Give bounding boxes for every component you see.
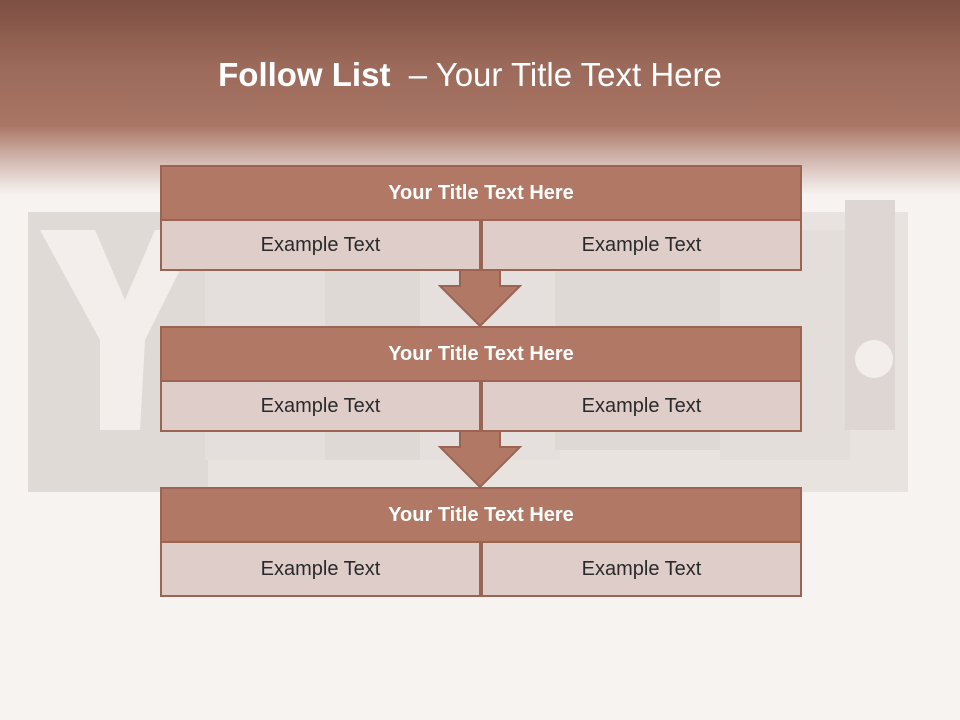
step-cell-left: Example Text <box>160 543 481 597</box>
step-cell-left: Example Text <box>160 382 481 432</box>
step-row: Example Text Example Text <box>160 543 802 597</box>
step-cell-right: Example Text <box>481 543 802 597</box>
down-arrow-icon <box>438 270 522 328</box>
step-block-1: Your Title Text Here Example Text Exampl… <box>160 165 802 271</box>
slide-title-bold: Follow List <box>218 56 391 93</box>
step-block-2: Your Title Text Here Example Text Exampl… <box>160 326 802 432</box>
step-title: Your Title Text Here <box>160 487 802 543</box>
step-cell-right: Example Text <box>481 221 802 271</box>
step-row: Example Text Example Text <box>160 221 802 271</box>
slide-title-rest: – Your Title Text Here <box>390 56 722 93</box>
step-title: Your Title Text Here <box>160 165 802 221</box>
step-row: Example Text Example Text <box>160 382 802 432</box>
step-cell-left: Example Text <box>160 221 481 271</box>
down-arrow-icon <box>438 431 522 489</box>
slide-title: Follow List – Your Title Text Here <box>0 56 940 94</box>
step-block-3: Your Title Text Here Example Text Exampl… <box>160 487 802 597</box>
step-title: Your Title Text Here <box>160 326 802 382</box>
step-cell-right: Example Text <box>481 382 802 432</box>
